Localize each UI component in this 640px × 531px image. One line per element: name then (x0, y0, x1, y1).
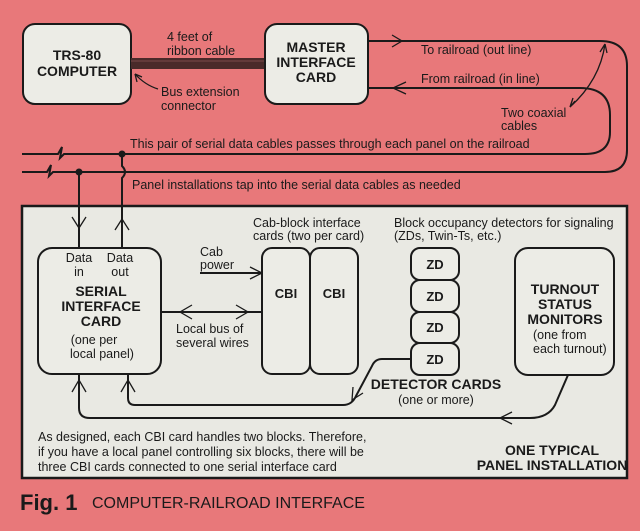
turnout-title-line1: TURNOUT (531, 281, 600, 297)
serial-pair-upper-left (22, 146, 80, 161)
detector-header-line2: (ZDs, Twin-Ts, etc.) (394, 229, 501, 243)
local-bus-label-line1: Local bus of (176, 322, 244, 336)
ribbon-label-line1: 4 feet of (167, 30, 213, 44)
data-in-label-line2: in (74, 265, 84, 279)
serial-card-title-line3: CARD (81, 313, 121, 329)
detector-cards-note: (one or more) (398, 393, 474, 407)
cab-power-label-line1: Cab (200, 245, 223, 259)
serial-card-title-line2: INTERFACE (61, 298, 140, 314)
ribbon-label-line2: ribbon cable (167, 44, 235, 58)
coax-label-line1: Two coaxial (501, 106, 566, 120)
zd-card: ZD (410, 247, 460, 281)
zd-card-label: ZD (426, 257, 443, 272)
local-bus-arrow-left (178, 304, 193, 320)
serial-pair-label: This pair of serial data cables passes t… (130, 137, 530, 151)
turnout-title-line2: STATUS (538, 296, 592, 312)
turnout-return-arrow (498, 411, 513, 425)
data-out-arrow (114, 217, 130, 231)
tap-note-label: Panel installations tap into the serial … (132, 178, 461, 192)
cbi-card-label: CBI (275, 286, 297, 301)
turnout-return-line (78, 374, 569, 419)
master-label-line2: INTERFACE (276, 54, 355, 70)
footnote-line1: As designed, each CBI card handles two b… (38, 430, 366, 444)
turnout-status-monitors-box: TURNOUT STATUS MONITORS (one from each t… (514, 247, 615, 376)
figure-number: Fig. 1 (20, 490, 77, 515)
cbi-header-line1: Cab-block interface (253, 216, 361, 230)
footnote-line3: three CBI cards connected to one serial … (38, 460, 337, 474)
cbi-card: CBI (309, 247, 359, 375)
master-label-line1: MASTER (286, 39, 345, 55)
serial-in-arrow (71, 378, 87, 393)
master-label-line3: CARD (296, 69, 336, 85)
cbi-card-label: CBI (323, 286, 345, 301)
detector-return-arrow (120, 378, 136, 393)
detector-return-line (127, 358, 411, 406)
turnout-note-line1: (one from (533, 328, 587, 342)
installation-label-line2: PANEL INSTALLATION (477, 457, 628, 473)
zd-card: ZD (410, 279, 460, 313)
cab-power-label-line2: power (200, 258, 234, 272)
installation-label-line1: ONE TYPICAL (505, 442, 600, 458)
serial-interface-card-box: Data in Data out SERIAL INTERFACE CARD (… (37, 247, 162, 375)
detector-cards-label: DETECTOR CARDS (371, 376, 501, 392)
figure-title: COMPUTER-RAILROAD INTERFACE (92, 495, 365, 512)
bus-connector-label-line2: connector (161, 99, 216, 113)
data-out-label-line2: out (111, 265, 129, 279)
zd-card: ZD (410, 311, 460, 344)
out-line-label: To railroad (out line) (421, 43, 531, 57)
turnout-title-line3: MONITORS (527, 311, 602, 327)
computer-label-line1: TRS-80 (53, 47, 101, 63)
cbi-card: CBI (261, 247, 311, 375)
serial-card-note-line2: local panel) (70, 347, 134, 361)
data-out-drop (121, 154, 126, 278)
zd-card-label: ZD (426, 352, 443, 367)
zd-card-label: ZD (426, 320, 443, 335)
cbi-header-line2: cards (two per card) (253, 229, 364, 243)
coax-label-line2: cables (501, 119, 537, 133)
master-interface-card-box: MASTER INTERFACE CARD (264, 23, 369, 105)
trs80-computer-box: TRS-80 COMPUTER (22, 23, 132, 105)
data-in-label-line1: Data (66, 251, 92, 265)
data-in-arrow (71, 216, 87, 230)
zd-card-label: ZD (426, 289, 443, 304)
turnout-note-line2: each turnout) (533, 342, 607, 356)
out-line-cable (120, 40, 628, 173)
bus-connector-pointer (134, 73, 159, 90)
zd-card: ZD (410, 342, 460, 376)
serial-pair-lower-left (22, 164, 120, 179)
local-bus-arrow-right (235, 304, 250, 320)
in-line-label: From railroad (in line) (421, 72, 540, 86)
footnote-line2: if you have a local panel controlling si… (38, 445, 364, 459)
ribbon-cable (131, 58, 265, 69)
detector-header-line1: Block occupancy detectors for signaling (394, 216, 614, 230)
bus-connector-label-line1: Bus extension (161, 85, 240, 99)
serial-card-note-line1: (one per (71, 333, 118, 347)
in-line-cable (80, 87, 611, 155)
computer-label-line2: COMPUTER (37, 63, 117, 79)
data-out-label-line1: Data (107, 251, 133, 265)
local-bus-label-line2: several wires (176, 336, 249, 350)
serial-card-title-line1: SERIAL (75, 283, 127, 299)
coax-pointer (569, 43, 606, 108)
